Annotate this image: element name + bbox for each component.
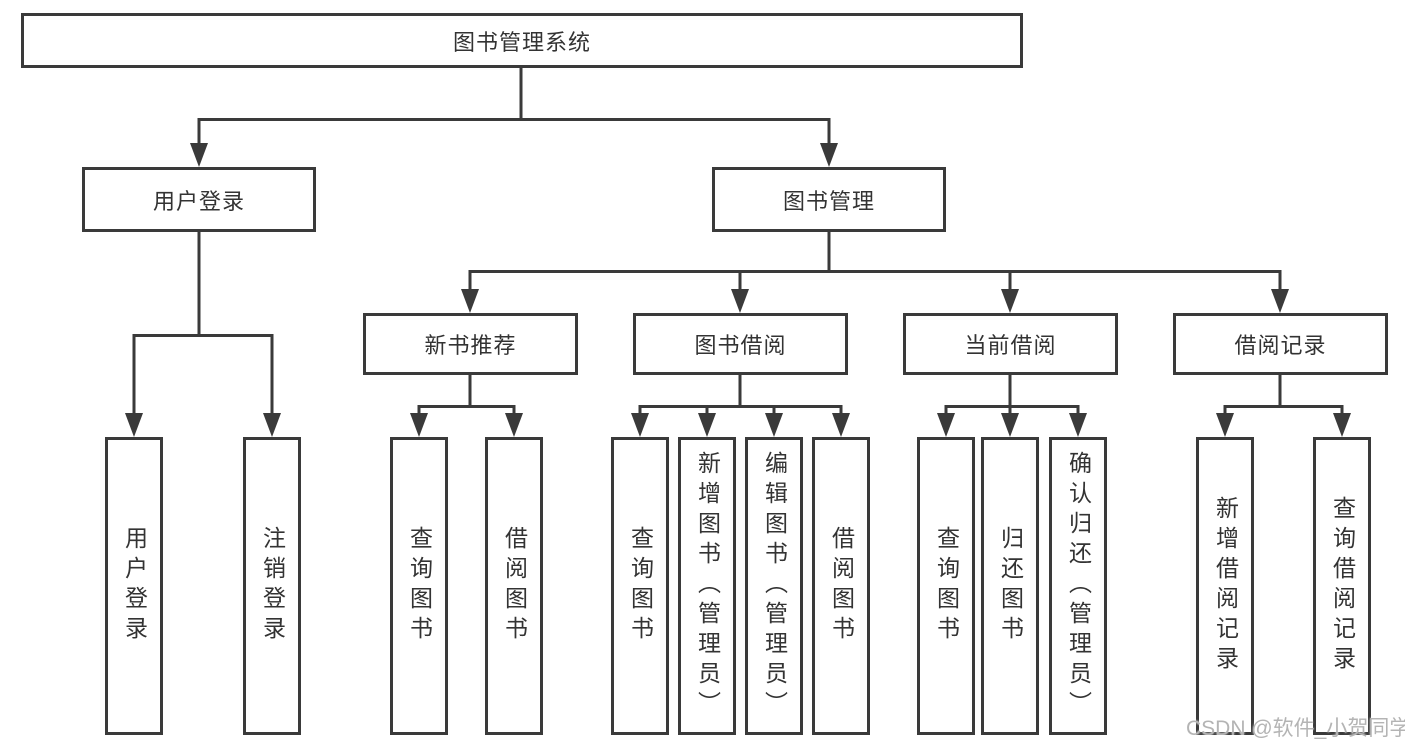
csdn-watermark: CSDN @软件_小贺同学	[1186, 717, 1405, 740]
node-book-borrowing-label: 图书借阅	[694, 333, 787, 358]
node-edit-books-admin: 编辑图书（管理员）	[745, 437, 803, 735]
node-book-management: 图书管理	[712, 167, 946, 232]
node-book-borrowing: 图书借阅	[633, 313, 848, 375]
node-borrow-books-1: 借阅图书	[485, 437, 543, 735]
node-query-books-2: 查询图书	[611, 437, 669, 735]
node-book-management-label: 图书管理	[782, 188, 875, 214]
node-root-label: 图书管理系统	[452, 29, 591, 55]
node-query-books-3: 查询图书	[917, 437, 975, 735]
node-add-borrow-record: 新增借阅记录	[1196, 437, 1254, 735]
node-return-books: 归还图书	[981, 437, 1039, 735]
node-add-books-admin: 新增图书（管理员）	[678, 437, 736, 735]
node-new-book-recommend-label: 新书推荐	[424, 333, 517, 358]
node-query-borrow-record: 查询借阅记录	[1313, 437, 1371, 735]
node-current-borrowing: 当前借阅	[903, 313, 1118, 375]
node-borrow-records: 借阅记录	[1173, 313, 1388, 375]
node-login-user: 用户登录	[105, 437, 163, 735]
node-root: 图书管理系统	[21, 13, 1023, 68]
node-borrow-books-2: 借阅图书	[812, 437, 870, 735]
node-current-borrowing-label: 当前借阅	[964, 333, 1057, 358]
node-borrow-records-label: 借阅记录	[1234, 333, 1327, 358]
node-new-book-recommend: 新书推荐	[363, 313, 578, 375]
node-user-login-label: 用户登录	[152, 188, 245, 214]
node-user-login: 用户登录	[82, 167, 316, 232]
node-confirm-return-admin: 确认归还（管理员）	[1049, 437, 1107, 735]
node-logout: 注销登录	[243, 437, 301, 735]
node-query-books-1: 查询图书	[390, 437, 448, 735]
